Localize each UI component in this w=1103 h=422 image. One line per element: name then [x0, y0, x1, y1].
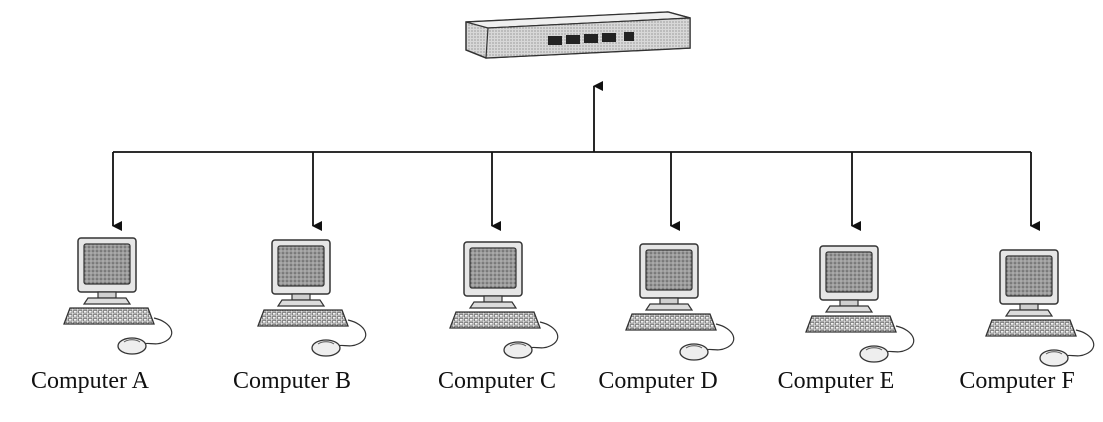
desktop-computer-icon [257, 239, 367, 357]
desktop-computer-icon [985, 249, 1095, 367]
computer-e [805, 245, 915, 363]
computer-a-label: Computer A [31, 368, 149, 394]
desktop-computer-icon [805, 245, 915, 363]
computer-b-label: Computer B [233, 368, 351, 394]
computer-e-label: Computer E [777, 368, 895, 394]
desktop-computer-icon [625, 243, 735, 361]
computer-f [985, 249, 1095, 367]
computer-d-label: Computer D [598, 368, 718, 394]
computer-c [449, 241, 559, 359]
desktop-computer-icon [449, 241, 559, 359]
computer-d [625, 243, 735, 361]
computer-b [257, 239, 367, 357]
computer-f-label: Computer F [959, 368, 1075, 394]
computer-c-label: Computer C [438, 368, 556, 394]
network-switch-icon [465, 11, 691, 59]
switch-ports [548, 32, 634, 45]
desktop-computer-icon [63, 237, 173, 355]
connection-lines [112, 81, 1040, 231]
computer-a [63, 237, 173, 355]
